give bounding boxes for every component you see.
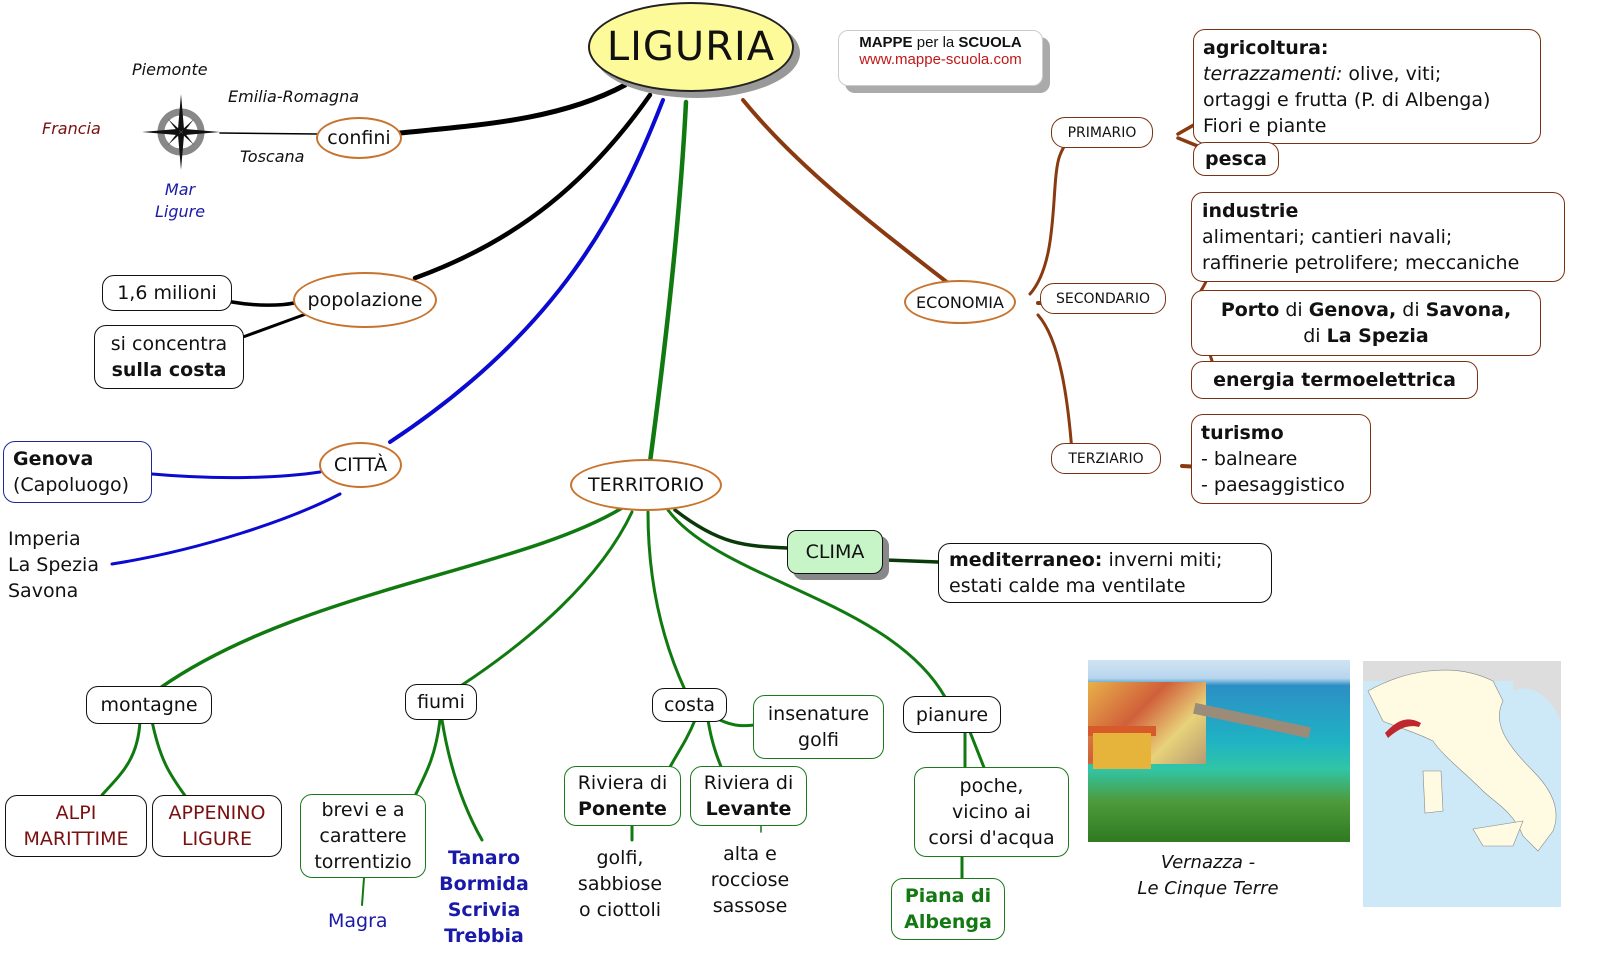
sector-primario[interactable]: PRIMARIO xyxy=(1051,117,1153,148)
link-territorio-fiumi xyxy=(460,510,634,687)
link-brevi-magra xyxy=(361,877,365,906)
node-economia[interactable]: ECONOMIA xyxy=(904,280,1016,324)
link-liguria-territorio xyxy=(647,99,689,465)
node-territorio[interactable]: TERRITORIO xyxy=(570,459,722,511)
link-pianure-poche xyxy=(963,730,987,772)
photo-caption: Vernazza -Le Cinque Terre xyxy=(1137,852,1279,899)
link-clima-desc xyxy=(882,558,940,564)
city-list: Imperia La Spezia Savona xyxy=(8,526,99,604)
brand-name: MAPPE per la SCUOLA xyxy=(859,34,1022,51)
link-citta-others xyxy=(110,492,342,566)
link-popolazione-concentra xyxy=(241,312,308,339)
brand-url[interactable]: www.mappe-scuola.com xyxy=(859,51,1022,68)
border-francia: Francia xyxy=(42,119,101,138)
clima-description: mediterraneo: inverni miti;estati calde … xyxy=(938,543,1272,603)
link-territorio-pianure xyxy=(666,508,947,699)
link-territorio-clima xyxy=(673,508,790,550)
brand-badge[interactable]: MAPPE per la SCUOLA www.mappe-scuola.com xyxy=(838,30,1043,86)
terziario-turismo: turismo- balneare- paesaggistico xyxy=(1191,414,1371,504)
link-economia-primario xyxy=(1028,135,1077,296)
river-magra: Magra xyxy=(328,910,388,932)
link-liguria-confini xyxy=(397,82,628,136)
italy-locator-map xyxy=(1363,661,1561,907)
link-montagne-alpi xyxy=(100,719,142,797)
population-count: 1,6 milioni xyxy=(102,275,232,311)
map-title: LIGURIA xyxy=(588,2,794,92)
link-liguria-citta xyxy=(388,98,665,444)
link-liguria-economia xyxy=(741,98,959,292)
border-emilia-romagna: Emilia-Romagna xyxy=(228,87,360,106)
node-montagne[interactable]: montagne xyxy=(86,686,212,724)
secondario-energia: energia termoelettrica xyxy=(1191,361,1478,399)
border-piemonte: Piemonte xyxy=(132,60,208,79)
link-territorio-costa xyxy=(646,510,687,692)
node-fiumi[interactable]: fiumi xyxy=(405,684,477,720)
link-economia-terziario xyxy=(1036,313,1074,454)
link-territorio-montagne xyxy=(158,506,624,690)
compass-rose-icon xyxy=(142,94,220,170)
node-clima[interactable]: CLIMA xyxy=(787,530,883,574)
primario-agricoltura: agricoltura:terrazzamenti: olive, viti;o… xyxy=(1193,29,1541,144)
link-costa-insenature xyxy=(718,718,757,728)
sector-secondario[interactable]: SECONDARIO xyxy=(1040,283,1166,314)
node-pianure[interactable]: pianure xyxy=(903,696,1001,733)
primario-pesca: pesca xyxy=(1193,142,1279,176)
node-confini[interactable]: confini xyxy=(316,117,402,159)
sector-terziario[interactable]: TERZIARIO xyxy=(1051,443,1161,474)
link-confini-compass xyxy=(219,132,319,135)
city-la-spezia: La Spezia xyxy=(8,554,99,576)
node-citta[interactable]: CITTÀ xyxy=(319,442,402,488)
node-costa[interactable]: costa xyxy=(652,688,727,722)
city-savona: Savona xyxy=(8,580,79,602)
link-citta-genova xyxy=(150,470,322,480)
node-popolazione[interactable]: popolazione xyxy=(293,272,437,328)
city-capital: Genova(Capoluogo) xyxy=(3,441,152,503)
border-toscana: Toscana xyxy=(240,147,305,166)
link-popolazione-milioni xyxy=(230,300,296,307)
link-liguria-popolazione xyxy=(412,92,653,281)
link-montagne-appenino xyxy=(150,719,188,799)
secondario-porti: Porto di Genova, di Savona,di La Spezia xyxy=(1191,290,1541,356)
city-imperia: Imperia xyxy=(8,528,81,550)
vernazza-photo xyxy=(1088,660,1350,842)
link-fiumi-others xyxy=(440,718,484,842)
liguria-highlight xyxy=(1385,719,1421,738)
rivers-north-list: Tanaro Bormida Scrivia Trebbia xyxy=(439,847,529,947)
